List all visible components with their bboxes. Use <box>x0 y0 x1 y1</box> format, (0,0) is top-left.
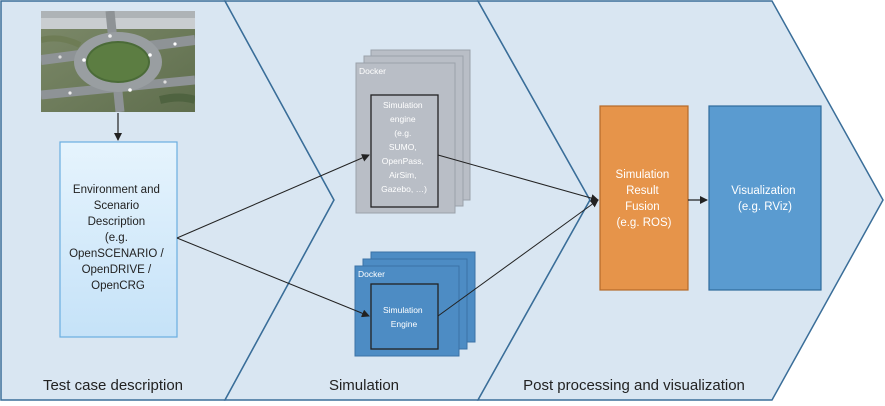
result-fusion-box <box>599 105 689 291</box>
docker-stack-bottom: Docker Simulation Engine <box>354 251 476 357</box>
stage-label-simulation: Simulation <box>329 377 399 394</box>
docker-label-bottom: Docker <box>358 269 385 279</box>
visualization-box <box>708 105 822 291</box>
visualization-text: Visualization (e.g. RViz) <box>731 185 799 213</box>
stage-label-post: Post processing and visualization <box>523 377 745 394</box>
simulation-engine-text-top: Simulation engine (e.g. SUMO, OpenPass, … <box>381 100 427 194</box>
result-fusion-text: Simulation Result Fusion (e.g. ROS) <box>616 169 673 229</box>
env-description-text: Environment and Scenario Description (e.… <box>69 184 167 292</box>
env-description-box <box>59 141 178 338</box>
simulation-engine-box-bottom <box>370 283 439 350</box>
arrow-env-to-engine-top <box>176 154 370 239</box>
arrow-env-to-engine-bottom <box>176 237 370 318</box>
stage-label-test-case: Test case description <box>43 377 183 394</box>
roundabout-aerial-photo <box>41 11 195 112</box>
arrow-engine-top-to-fusion <box>437 154 599 202</box>
arrow-engine-bottom-to-fusion <box>437 199 599 317</box>
simulation-engine-box-top <box>370 94 439 208</box>
docker-stack-top: Docker Simulation engine (e.g. SUMO, Ope… <box>355 49 471 214</box>
docker-label-top: Docker <box>359 66 386 76</box>
simulation-engine-text-bottom: Simulation Engine <box>383 305 425 329</box>
